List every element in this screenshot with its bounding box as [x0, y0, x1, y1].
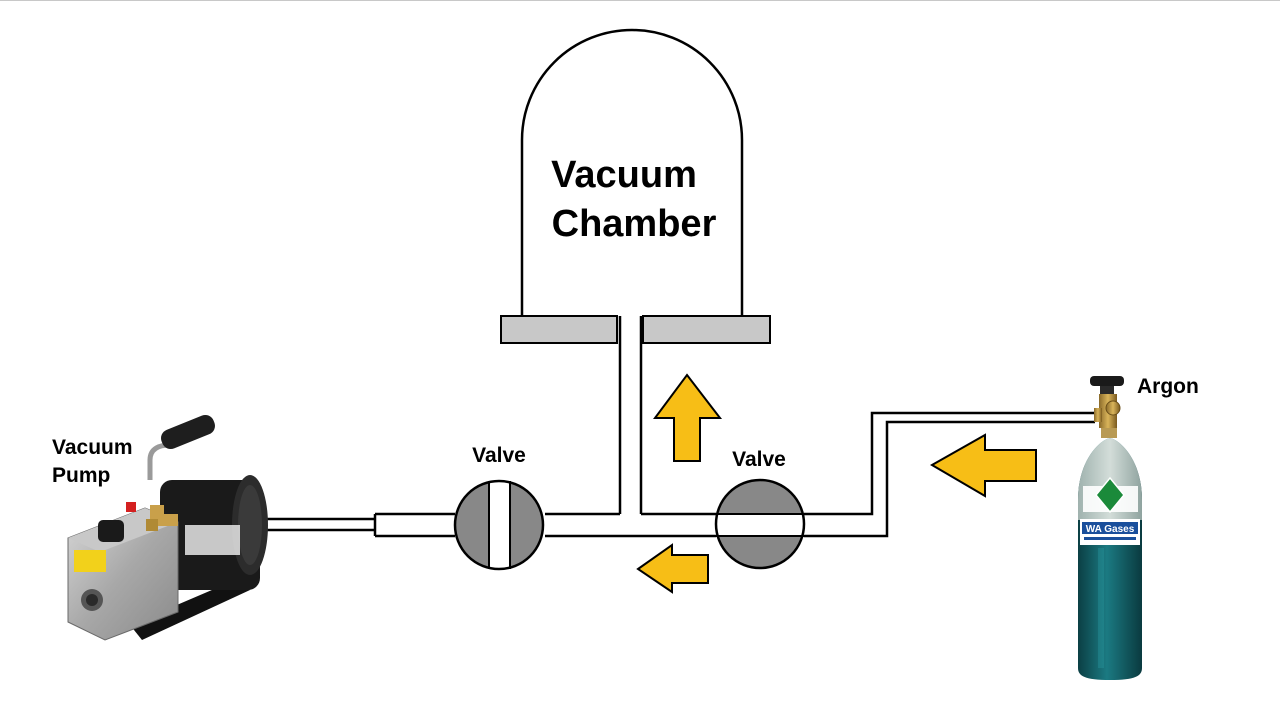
chamber-label-line2: Chamber	[552, 203, 717, 245]
flow-arrow-left-pump	[636, 543, 709, 594]
argon-cylinder-icon: WA Gases	[1078, 376, 1142, 680]
pump-label-line1: Vacuum	[52, 436, 133, 459]
valve-left	[453, 479, 545, 571]
chamber-label-line1: Vacuum	[551, 154, 697, 196]
pump-label-line2: Pump	[52, 464, 110, 487]
flow-arrow-left-argon	[929, 433, 1037, 498]
cylinder-brand-text: WA Gases	[1086, 524, 1135, 535]
flange-right	[642, 315, 771, 344]
pipe-main-bottom-wall	[178, 420, 1095, 538]
flange-left	[500, 315, 618, 344]
valve-right	[714, 478, 806, 570]
flow-arrow-up	[653, 373, 723, 462]
vacuum-pump-icon	[67, 414, 268, 641]
valve-right-label: Valve	[732, 448, 786, 471]
vacuum-chamber	[520, 28, 744, 316]
valve-left-label: Valve	[472, 444, 526, 467]
argon-label: Argon	[1137, 375, 1199, 398]
